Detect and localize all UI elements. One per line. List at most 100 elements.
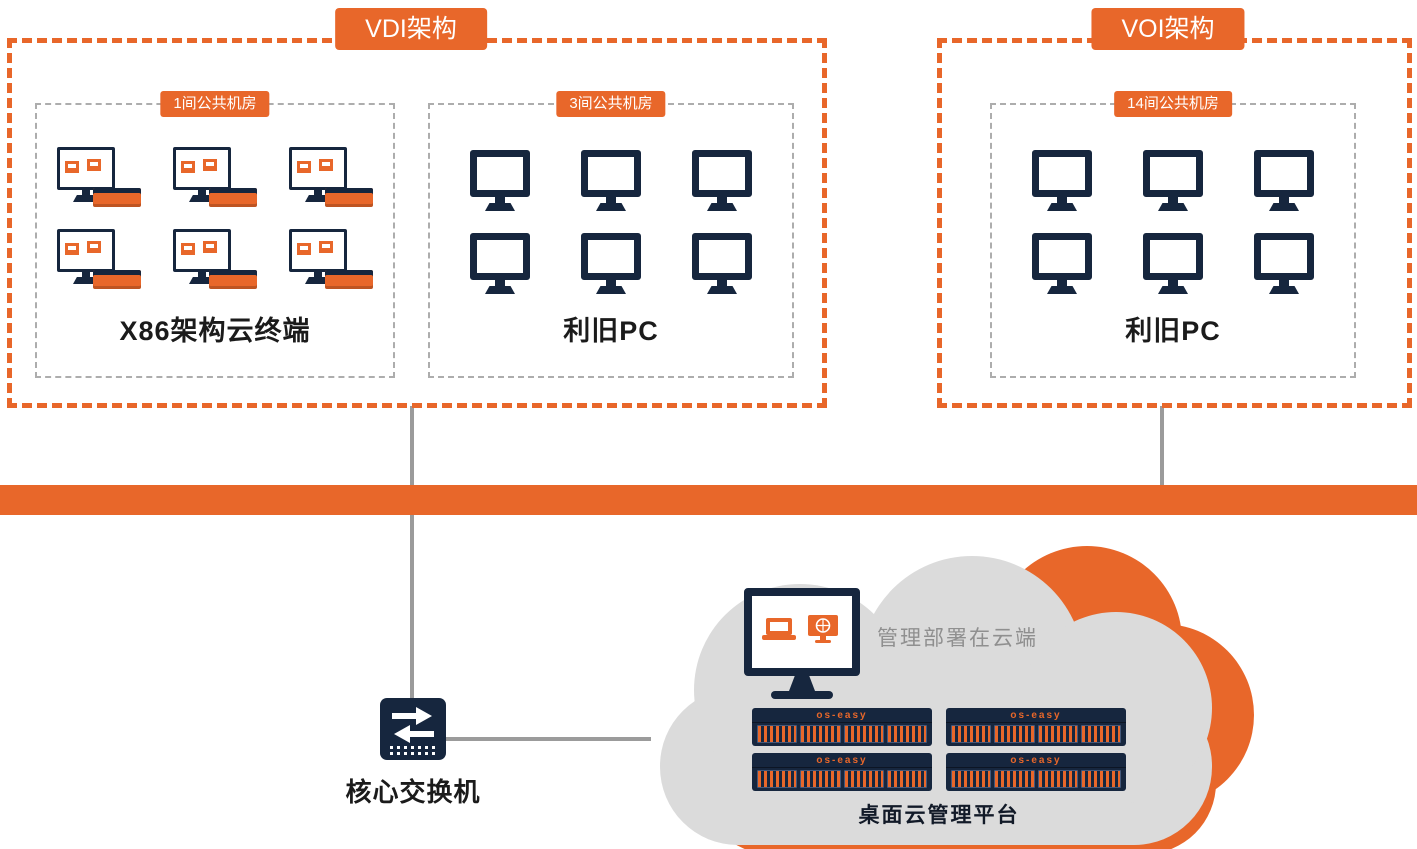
server-drive-bays <box>946 768 1126 790</box>
core-switch-icon <box>380 698 446 760</box>
terminal-screen-glyph <box>65 243 79 255</box>
terminal-screen-glyph <box>203 159 217 171</box>
device-grid <box>430 150 792 294</box>
monitor-screen <box>1032 233 1092 280</box>
monitor-screen <box>470 150 530 197</box>
monitor-stand <box>1168 280 1178 286</box>
management-terminal-base <box>771 691 833 699</box>
server-brand-label: os-easy <box>946 753 1126 768</box>
drive-bay <box>757 770 798 788</box>
room-caption: 利旧PC <box>1125 316 1221 346</box>
monitor-base <box>596 203 626 211</box>
server-drive-bays <box>752 768 932 790</box>
cloud-terminal-icon <box>57 147 141 207</box>
terminal-screen-glyph <box>203 241 217 253</box>
server-icon: os-easy <box>946 753 1126 791</box>
terminal-screen-glyph <box>319 159 333 171</box>
monitor-base <box>707 286 737 294</box>
cloud-terminal-icon <box>173 229 257 289</box>
monitor-base <box>707 203 737 211</box>
voi-to-bus-connector <box>1160 406 1164 485</box>
device-row <box>1032 233 1314 294</box>
server-drive-bays <box>946 723 1126 745</box>
device-row <box>57 229 373 289</box>
core-switch-label: 核心交换机 <box>345 777 481 807</box>
room-reused-pc-vdi: 3间公共机房 <box>428 91 794 378</box>
monitor-icon <box>1143 150 1203 211</box>
terminal-screen <box>173 229 231 272</box>
monitor-screen <box>692 233 752 280</box>
terminal-screen-glyph <box>297 243 311 255</box>
server-grid: os-easy os-easy os-easy os-easy <box>752 708 1126 791</box>
vdi-to-bus-connector <box>410 406 414 485</box>
terminal-screen-glyph <box>181 161 195 173</box>
monitor-screen <box>1254 150 1314 197</box>
drive-bay <box>800 770 841 788</box>
monitor-base <box>1158 286 1188 294</box>
drive-bay <box>1080 770 1121 788</box>
drive-bay <box>886 770 927 788</box>
vdi-architecture-label: VDI架构 <box>335 8 487 50</box>
room-tag: 1间公共机房 <box>160 91 270 117</box>
monitor-stand <box>717 197 727 203</box>
monitor-screen <box>692 150 752 197</box>
cloud-platform-caption: 桌面云管理平台 <box>858 804 1020 827</box>
terminal-screen <box>289 147 347 190</box>
terminal-box <box>93 188 141 207</box>
monitor-screen <box>581 233 641 280</box>
monitor-base <box>1047 203 1077 211</box>
monitor-base <box>1269 203 1299 211</box>
voi-architecture-label: VOI架构 <box>1091 8 1245 50</box>
terminal-box <box>209 188 257 207</box>
management-terminal-screen <box>744 588 860 676</box>
terminal-base <box>73 195 99 202</box>
bus-to-switch-connector <box>410 515 414 699</box>
monitor-icon <box>581 150 641 211</box>
monitor-icon <box>1254 150 1314 211</box>
device-grid <box>37 147 393 289</box>
drive-bay <box>1037 770 1078 788</box>
terminal-stand <box>198 272 206 277</box>
server-brand-label: os-easy <box>752 708 932 723</box>
device-row <box>1032 150 1314 211</box>
monitor-icon <box>581 233 641 294</box>
monitor-screen <box>1143 233 1203 280</box>
cloud-management-caption: 管理部署在云端 <box>877 627 1038 650</box>
terminal-stand <box>82 272 90 277</box>
drive-bay <box>843 725 884 743</box>
drive-bay <box>843 770 884 788</box>
monitor-screen <box>1254 233 1314 280</box>
terminal-screen-glyph <box>181 243 195 255</box>
drive-bay <box>951 770 992 788</box>
terminal-stand <box>314 190 322 195</box>
terminal-box <box>325 188 373 207</box>
management-terminal-icon <box>744 588 860 699</box>
monitor-stand <box>1057 280 1067 286</box>
monitor-base <box>1158 203 1188 211</box>
terminal-screen-glyph <box>87 159 101 171</box>
cloud-terminal-icon <box>289 229 373 289</box>
monitor-icon <box>470 233 530 294</box>
monitor-base <box>596 286 626 294</box>
terminal-stand <box>198 190 206 195</box>
monitor-stand <box>495 280 505 286</box>
terminal-stand <box>314 272 322 277</box>
terminal-base <box>189 195 215 202</box>
terminal-base <box>305 195 331 202</box>
drive-bay <box>800 725 841 743</box>
monitor-stand <box>1057 197 1067 203</box>
room-tag: 3间公共机房 <box>556 91 666 117</box>
server-drive-bays <box>752 723 932 745</box>
terminal-screen-glyph <box>87 241 101 253</box>
device-row <box>470 150 752 211</box>
drive-bay <box>757 725 798 743</box>
drive-bay <box>951 725 992 743</box>
monitor-stand <box>606 280 616 286</box>
cloud-terminal-icon <box>173 147 257 207</box>
switch-to-cloud-connector <box>446 737 651 741</box>
server-icon: os-easy <box>946 708 1126 746</box>
monitor-base <box>1269 286 1299 294</box>
management-screen-glyphs <box>762 615 838 643</box>
monitor-icon <box>692 233 752 294</box>
server-icon: os-easy <box>752 708 932 746</box>
